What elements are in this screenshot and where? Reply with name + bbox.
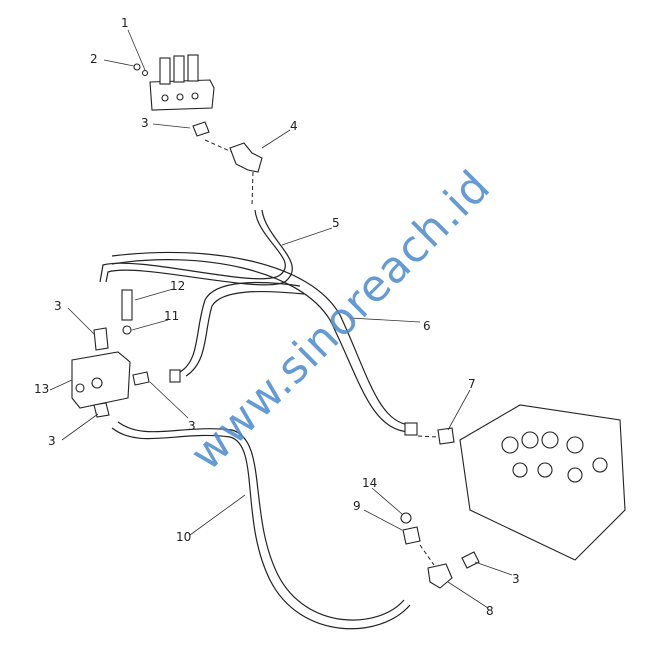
fitting-1: [141, 69, 149, 77]
callout-11: 11: [164, 309, 179, 323]
adapter-3-c: [132, 371, 150, 386]
block-13: [71, 351, 131, 409]
elbow-4: [229, 142, 263, 173]
callout-3: 3: [512, 572, 520, 586]
bolt-12: [121, 289, 133, 321]
plug-14: [400, 512, 412, 524]
callout-5: 5: [332, 216, 340, 230]
callout-3: 3: [188, 419, 196, 433]
callout-6: 6: [423, 319, 431, 333]
callout-7: 7: [468, 377, 476, 391]
fitting-2: [133, 63, 141, 71]
callout-10: 10: [176, 530, 191, 544]
adapter-3-e: [461, 551, 480, 569]
callout-1: 1: [121, 16, 129, 30]
hose-10: [111, 427, 411, 630]
adapter-3-top: [192, 121, 210, 137]
control-valve: [459, 404, 626, 561]
callout-14: 14: [362, 476, 377, 490]
callout-3: 3: [54, 299, 62, 313]
callout-8: 8: [486, 604, 494, 618]
hose-5: [99, 209, 286, 283]
adapter-7: [437, 427, 455, 445]
callout-2: 2: [90, 52, 98, 66]
hose-6: [111, 259, 411, 433]
washer-11: [122, 325, 132, 335]
callout-9: 9: [353, 499, 361, 513]
callout-3: 3: [141, 116, 149, 130]
callout-4: 4: [290, 119, 298, 133]
adapter-3-d: [93, 402, 110, 418]
adapter-9: [402, 526, 421, 545]
callout-12: 12: [170, 279, 185, 293]
callout-13: 13: [34, 382, 49, 396]
tee-8: [427, 563, 453, 589]
callout-3: 3: [48, 434, 56, 448]
valve-block-1: [149, 54, 215, 111]
adapter-3-b: [93, 327, 109, 351]
